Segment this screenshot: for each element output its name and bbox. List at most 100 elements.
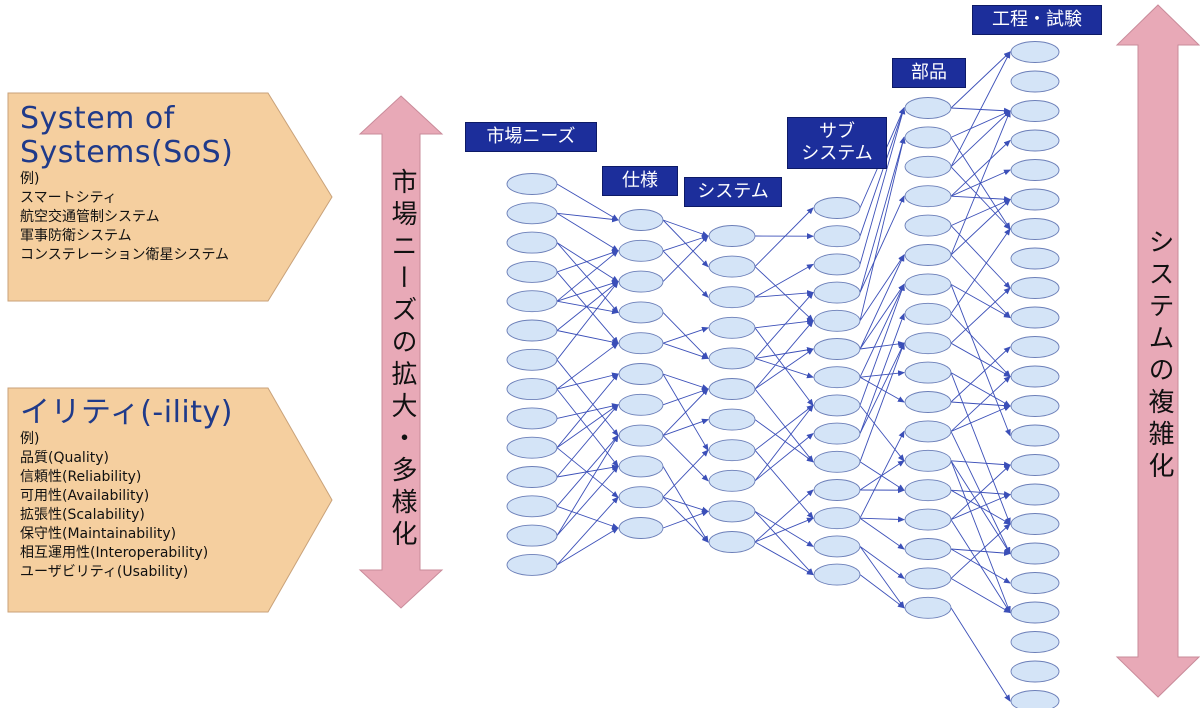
network-node bbox=[813, 450, 861, 473]
network-node bbox=[506, 202, 558, 225]
network-edge-arrow bbox=[754, 511, 814, 547]
network-edge-arrow bbox=[859, 283, 905, 406]
sos-example-item: 軍事防衛システム bbox=[20, 228, 132, 244]
network-edge-arrow bbox=[859, 136, 906, 293]
network-node bbox=[708, 316, 756, 339]
network-edge-arrow bbox=[950, 139, 1011, 197]
network-edge-arrow bbox=[662, 418, 709, 437]
network-node bbox=[1010, 218, 1060, 240]
network-edge-arrow bbox=[859, 136, 906, 321]
sos-example-item: スマートシティ bbox=[20, 190, 117, 206]
ility-title: イリティ(-ility) bbox=[20, 395, 233, 430]
network-edge-arrow bbox=[950, 228, 1011, 315]
network-edge-arrow bbox=[662, 449, 709, 498]
network-node bbox=[813, 366, 861, 389]
network-node bbox=[1010, 690, 1060, 708]
network-edge-arrow bbox=[754, 449, 814, 519]
network-node bbox=[1010, 100, 1060, 122]
network-edge-arrow bbox=[556, 464, 619, 478]
network-edge-arrow bbox=[859, 516, 905, 523]
network-node bbox=[1010, 631, 1060, 653]
network-edge-arrow bbox=[754, 404, 814, 482]
network-node bbox=[904, 479, 952, 502]
network-edge-arrow bbox=[556, 242, 619, 283]
network-edge-arrow bbox=[950, 460, 1011, 614]
network-node bbox=[708, 469, 756, 492]
network-node bbox=[1010, 188, 1060, 211]
network-edge-arrow bbox=[859, 517, 905, 550]
system-complexity-double-arrow bbox=[1115, 4, 1200, 698]
network-edge-arrow bbox=[754, 291, 814, 359]
network-edge-arrow bbox=[662, 235, 709, 252]
network-edge-arrow bbox=[754, 320, 814, 390]
network-edge-arrow bbox=[754, 489, 814, 543]
network-edge-arrow bbox=[754, 541, 814, 576]
network-edge-arrow bbox=[859, 342, 905, 462]
network-node bbox=[506, 436, 558, 459]
network-node bbox=[904, 214, 952, 237]
network-node bbox=[813, 479, 861, 501]
network-edge-arrow bbox=[556, 280, 619, 331]
network-edge-arrow bbox=[950, 346, 1011, 403]
network-node bbox=[708, 255, 756, 278]
sos-title-line-1: System of bbox=[20, 101, 175, 136]
network-edge-arrow bbox=[662, 235, 709, 282]
network-edge-arrow bbox=[950, 405, 1011, 432]
network-edge-arrow bbox=[950, 494, 1011, 521]
network-edge-arrow bbox=[556, 404, 619, 478]
network-edge-arrow bbox=[859, 546, 905, 609]
network-edge-arrow bbox=[950, 287, 1011, 344]
network-edge-arrow bbox=[754, 517, 814, 543]
network-node bbox=[1010, 454, 1060, 476]
network-edge-arrow bbox=[556, 434, 619, 536]
network-node bbox=[1010, 542, 1060, 565]
network-edge-arrow bbox=[754, 318, 814, 329]
network-node bbox=[618, 332, 664, 355]
network-node bbox=[1010, 513, 1060, 535]
network-edge-arrow bbox=[662, 496, 709, 513]
network-edge-arrow bbox=[556, 183, 619, 221]
network-edge-arrow bbox=[556, 403, 619, 419]
network-edge-arrow bbox=[754, 357, 814, 379]
ility-example-item: ユーザビリティ(Usability) bbox=[20, 564, 189, 580]
sos-example-item: コンステレーション衛星システム bbox=[20, 247, 230, 263]
stage-label-market-needs: 市場ニーズ bbox=[465, 122, 597, 152]
network-edge-arrow bbox=[859, 254, 905, 322]
network-node bbox=[1010, 395, 1060, 417]
network-edge-arrow bbox=[556, 330, 619, 345]
network-node bbox=[904, 155, 952, 178]
network-node bbox=[904, 391, 952, 413]
network-node bbox=[813, 281, 861, 304]
network-node bbox=[506, 524, 558, 547]
network-edge-arrow bbox=[950, 342, 1011, 377]
network-node bbox=[506, 173, 558, 195]
network-edge-arrow bbox=[950, 51, 1011, 109]
network-node bbox=[1010, 306, 1060, 329]
network-node bbox=[708, 439, 756, 462]
network-node bbox=[618, 424, 664, 447]
network-edge-arrow bbox=[950, 375, 1011, 432]
network-node bbox=[813, 309, 861, 332]
network-node bbox=[813, 338, 861, 360]
network-edge-arrow bbox=[950, 199, 1011, 227]
network-edge-arrow bbox=[754, 388, 814, 463]
network-edge-arrow bbox=[859, 283, 905, 378]
network-edge-arrow bbox=[556, 300, 619, 315]
stage-label-spec: 仕様 bbox=[602, 166, 678, 196]
network-node bbox=[813, 563, 861, 586]
sos-pentagon-box bbox=[7, 92, 333, 302]
sos-example-label: 例) bbox=[20, 171, 40, 187]
stage-label-subsystem: サブ システム bbox=[787, 117, 887, 169]
network-edge-arrow bbox=[556, 250, 619, 302]
network-edge-arrow bbox=[662, 250, 709, 298]
network-node bbox=[813, 422, 861, 445]
ility-example-item: 相互運用性(Interoperability) bbox=[20, 545, 209, 561]
network-node bbox=[708, 378, 756, 400]
network-edge-arrow bbox=[556, 280, 619, 361]
network-edge-arrow bbox=[662, 219, 709, 237]
ility-example-item: 拡張性(Scalability) bbox=[20, 507, 145, 523]
network-edge-arrow bbox=[754, 419, 814, 463]
network-edge-arrow bbox=[556, 249, 619, 273]
stage-label-parts: 部品 bbox=[892, 58, 966, 88]
network-node bbox=[1010, 601, 1060, 624]
